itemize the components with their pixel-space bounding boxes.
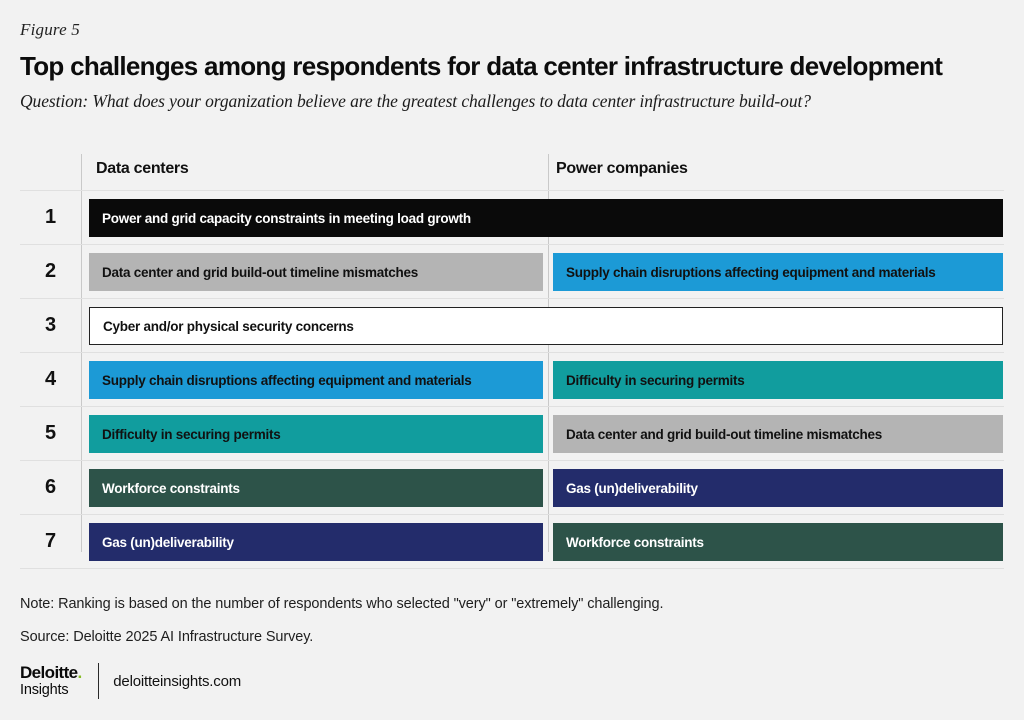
figure-question: Question: What does your organization be… (20, 91, 811, 112)
figure-header: Figure 5 Top challenges among respondent… (0, 0, 1024, 112)
footnote-source: Source: Deloitte 2025 AI Infrastructure … (20, 629, 314, 645)
table-header-row: Data centers Power companies (20, 152, 1004, 190)
challenge-bar-power-companies: Data center and grid build-out timeline … (553, 415, 1003, 453)
column-divider-rank (81, 154, 82, 552)
challenge-bar-data-centers: Workforce constraints (89, 469, 543, 507)
table-row: 1 Power and grid capacity constraints in … (20, 190, 1004, 244)
figure-footer: Note: Ranking is based on the number of … (20, 596, 1004, 699)
rank-cell: 1 (44, 206, 57, 228)
table-row: 3 Cyber and/or physical security concerns (20, 298, 1004, 352)
challenge-bar-full: Cyber and/or physical security concerns (89, 307, 1003, 345)
rank-cell: 3 (44, 314, 57, 336)
deloitte-insights-logo: Deloitte. Insights (20, 664, 82, 698)
table-body: 1 Power and grid capacity constraints in … (20, 190, 1004, 569)
column-header-power-companies: Power companies (556, 160, 688, 177)
table-row: 4 Supply chain disruptions affecting equi… (20, 352, 1004, 406)
table-row: 6 Workforce constraints Gas (un)deliverabi… (20, 460, 1004, 514)
ranking-table: Data centers Power companies 1 Power and … (20, 152, 1004, 569)
column-header-data-centers: Data centers (96, 160, 189, 177)
rank-cell: 7 (44, 530, 57, 552)
challenge-bar-power-companies: Difficulty in securing permits (553, 361, 1003, 399)
challenge-bar-power-companies: Gas (un)deliverability (553, 469, 1003, 507)
brand-block: Deloitte. Insights deloitteinsights.com (20, 663, 1004, 699)
logo-dot-icon: . (77, 663, 83, 683)
challenge-bar-full: Power and grid capacity constraints in m… (89, 199, 1003, 237)
brand-url[interactable]: deloitteinsights.com (113, 672, 242, 690)
brand-divider (98, 663, 100, 699)
logo-insights-text: Insights (20, 682, 69, 699)
column-divider-middle (548, 154, 549, 552)
rank-cell: 6 (44, 476, 57, 498)
table-row: 5 Difficulty in securing permits Data cent… (20, 406, 1004, 460)
challenge-bar-power-companies: Workforce constraints (553, 523, 1003, 561)
figure-label: Figure 5 (20, 20, 80, 39)
challenge-bar-data-centers: Gas (un)deliverability (89, 523, 543, 561)
footnote-note: Note: Ranking is based on the number of … (20, 596, 664, 612)
challenge-bar-power-companies: Supply chain disruptions affecting equip… (553, 253, 1003, 291)
challenge-bar-data-centers: Supply chain disruptions affecting equip… (89, 361, 543, 399)
challenge-bar-data-centers: Difficulty in securing permits (89, 415, 543, 453)
rank-cell: 5 (44, 422, 57, 444)
challenge-bar-data-centers: Data center and grid build-out timeline … (89, 253, 543, 291)
table-row: 2 Data center and grid build-out timeline… (20, 244, 1004, 298)
table-row: 7 Gas (un)deliverability Workforce constra… (20, 514, 1004, 569)
figure-title: Top challenges among respondents for dat… (20, 51, 943, 81)
rank-cell: 4 (44, 368, 57, 390)
rank-cell: 2 (44, 260, 57, 282)
logo-deloitte-text: Deloitte (20, 663, 78, 683)
